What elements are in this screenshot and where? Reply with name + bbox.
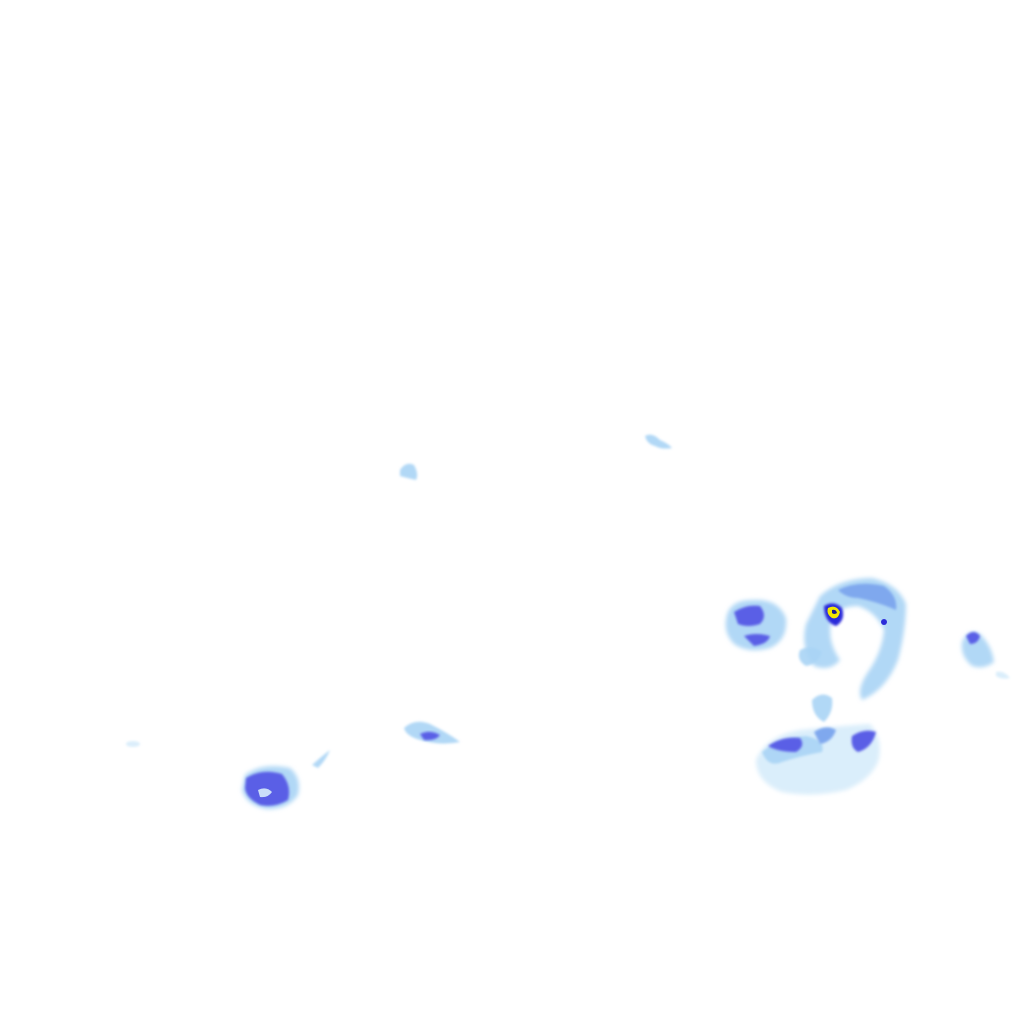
radar-echo-cell-middle-lower [404, 721, 460, 744]
radar-echo-small-top [645, 434, 672, 449]
radar-echo-cluster-right-lower [756, 694, 880, 795]
radar-echo-small-center [400, 463, 418, 480]
radar-echo-cell-far-right [961, 632, 1010, 679]
radar-echo-cell-lower-left [242, 750, 330, 810]
radar-echo-cluster-right-upper [798, 578, 906, 700]
radar-echo-tiny-left [126, 741, 140, 747]
radar-echo-cluster-right-ring [725, 599, 787, 651]
